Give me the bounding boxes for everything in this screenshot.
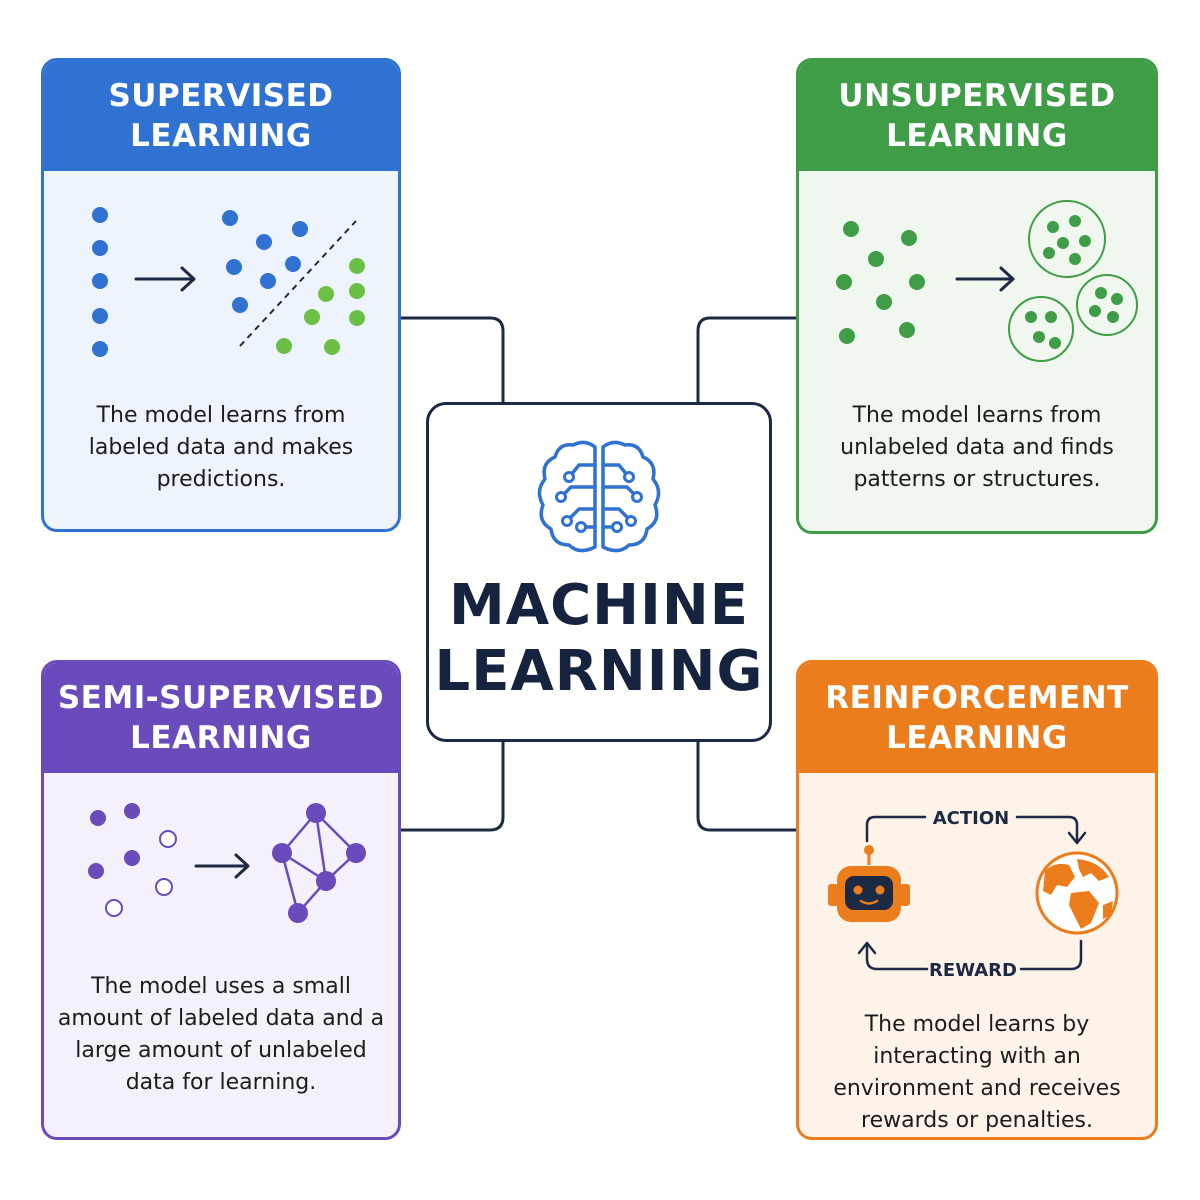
labeled-point <box>90 810 106 826</box>
machine-learning-title: MACHINE LEARNING <box>434 573 764 704</box>
robot-icon <box>828 845 910 922</box>
semi-supervised-learning-description: The model uses a small amount of labeled… <box>57 974 385 1095</box>
data-point <box>868 251 884 267</box>
graph-node <box>272 843 292 863</box>
data-point <box>876 294 892 310</box>
graph-node <box>306 803 326 823</box>
semi-supervised-learning-body: The model uses a small amount of labeled… <box>44 773 398 1137</box>
unlabeled-point <box>92 240 108 256</box>
graph-network-icon <box>88 803 366 923</box>
class-b-point <box>349 283 365 299</box>
unlabeled-point <box>105 899 123 917</box>
unsupervised-learning-card: UNSUPERVISED LEARNING <box>796 58 1158 534</box>
machine-learning-center: MACHINE LEARNING <box>426 402 772 742</box>
reward-arrow <box>1019 939 1083 971</box>
data-point <box>839 328 855 344</box>
arrow-right-icon <box>134 266 196 292</box>
labeled-point <box>124 850 140 866</box>
unlabeled-point <box>92 341 108 357</box>
connector-semi-supervised <box>401 742 505 832</box>
semi-supervised-learning-title: SEMI-SUPERVISED LEARNING <box>44 663 398 773</box>
connector-supervised <box>401 316 505 402</box>
action-label: ACTION <box>933 808 1009 829</box>
unsupervised-learning-description: The model learns from unlabeled data and… <box>840 403 1114 492</box>
class-b-point <box>349 258 365 274</box>
unlabeled-point <box>92 207 108 223</box>
brain-circuit-icon <box>537 440 661 553</box>
reward-arrow <box>865 943 929 971</box>
reward-label: REWARD <box>929 960 1017 981</box>
class-b-point <box>304 309 320 325</box>
semi-supervised-learning-card: SEMI-SUPERVISED LEARNING <box>41 660 401 1140</box>
supervised-learning-description: The model learns from labeled data and m… <box>88 403 354 492</box>
class-b-point <box>349 310 365 326</box>
unsupervised-learning-title: UNSUPERVISED LEARNING <box>799 61 1155 171</box>
reinforcement-learning-description: The model learns by interacting with an … <box>833 1012 1121 1133</box>
data-point <box>836 274 852 290</box>
class-b-point <box>324 339 340 355</box>
class-a-point <box>256 234 272 250</box>
supervised-learning-card: SUPERVISED LEARNING <box>41 58 401 532</box>
reinforcement-learning-body: ACTION REWARD The model learns <box>799 773 1155 1137</box>
cluster <box>1076 274 1138 336</box>
globe-icon <box>1035 851 1119 935</box>
data-point <box>901 230 917 246</box>
class-a-point <box>260 273 276 289</box>
unsupervised-learning-body: The model learns from unlabeled data and… <box>799 171 1155 531</box>
supervised-learning-body: The model learns from labeled data and m… <box>44 171 398 529</box>
class-b-point <box>318 286 334 302</box>
data-point <box>843 221 859 237</box>
class-a-point <box>285 256 301 272</box>
action-arrow <box>1015 815 1079 843</box>
class-b-point <box>276 338 292 354</box>
cluster <box>1008 296 1074 362</box>
unlabeled-point <box>155 878 173 896</box>
graph-node <box>316 871 336 891</box>
supervised-learning-title: SUPERVISED LEARNING <box>44 61 398 171</box>
graph-node <box>288 903 308 923</box>
unlabeled-point <box>92 273 108 289</box>
clustering-icon <box>836 200 1138 362</box>
connector-reinforcement <box>696 742 796 832</box>
connector-unsupervised <box>696 316 796 402</box>
arrow-right-icon <box>955 266 1015 292</box>
class-a-point <box>222 210 238 226</box>
data-point <box>909 274 925 290</box>
unlabeled-point <box>159 830 177 848</box>
action-arrow <box>865 815 927 843</box>
unlabeled-point <box>92 308 108 324</box>
labeled-point <box>88 863 104 879</box>
arrow-right-icon <box>194 853 250 879</box>
labeled-point <box>124 803 140 819</box>
classification-boundary-icon <box>92 207 365 357</box>
agent-environment-loop-icon: ACTION REWARD <box>828 808 1119 981</box>
data-point <box>899 322 915 338</box>
class-a-point <box>226 259 242 275</box>
graph-node <box>346 843 366 863</box>
reinforcement-learning-title: REINFORCEMENT LEARNING <box>799 663 1155 773</box>
class-a-point <box>292 221 308 237</box>
class-a-point <box>232 297 248 313</box>
reinforcement-learning-card: REINFORCEMENT LEARNING ACTION REWARD <box>796 660 1158 1140</box>
